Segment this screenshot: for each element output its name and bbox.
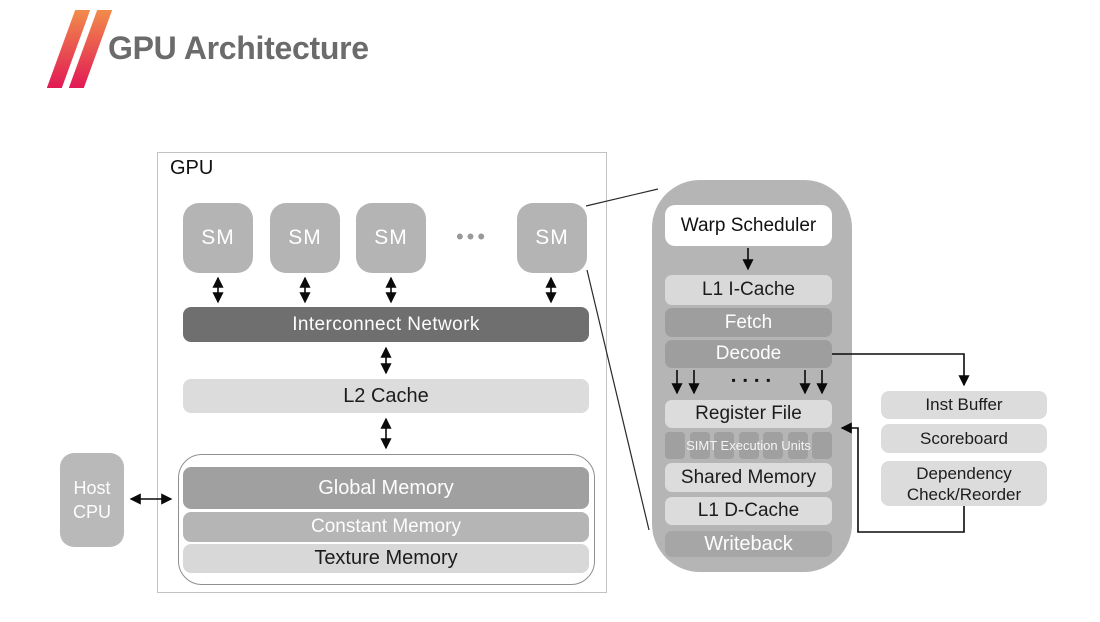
warp-scheduler-block: Warp Scheduler	[665, 205, 832, 246]
scoreboard-block: Scoreboard	[881, 424, 1047, 453]
simt-unit-square	[787, 432, 808, 459]
host-cpu-block: Host CPU	[60, 453, 124, 547]
issue-ports-dots: ▪ ▪ ▪ ▪	[731, 373, 773, 387]
fetch-block: Fetch	[665, 308, 832, 337]
decode-block: Decode	[665, 340, 832, 368]
texture-memory-bar: Texture Memory	[183, 544, 589, 573]
page-title: GPU Architecture	[108, 30, 369, 66]
l1-dcache-block: L1 D-Cache	[665, 497, 832, 525]
sm-block-1: SM	[183, 203, 253, 273]
register-file-block: Register File	[665, 400, 832, 428]
host-cpu-label-line2: CPU	[72, 502, 111, 522]
simt-unit-square	[763, 432, 783, 459]
l2-cache-bar: L2 Cache	[183, 379, 589, 413]
sm-block-3: SM	[356, 203, 426, 273]
host-cpu-label-line1: Host	[73, 478, 111, 498]
inst-buffer-block: Inst Buffer	[881, 391, 1047, 419]
writeback-block: Writeback	[665, 531, 832, 557]
dependency-label-line2: Check/Reorder	[906, 484, 1022, 504]
global-memory-bar: Global Memory	[183, 467, 589, 509]
l1-icache-block: L1 I-Cache	[665, 275, 832, 305]
simt-unit-square	[738, 432, 759, 459]
sm-ellipsis: •••	[455, 224, 489, 249]
simt-unit-square	[812, 432, 832, 459]
constant-memory-bar: Constant Memory	[183, 512, 589, 542]
simt-unit-square	[689, 432, 710, 459]
dependency-check-block: Dependency Check/Reorder	[881, 461, 1047, 506]
shared-memory-block: Shared Memory	[665, 463, 832, 492]
sm-block-2: SM	[270, 203, 340, 273]
simt-unit-square	[714, 432, 734, 459]
sm-block-n: SM	[517, 203, 587, 273]
simt-unit-square	[665, 432, 685, 459]
simt-units-row	[665, 432, 832, 459]
simt-units-label: SIMT Execution Units	[686, 438, 811, 453]
dependency-label-line1: Dependency	[916, 463, 1012, 483]
gpu-label: GPU	[170, 157, 214, 179]
interconnect-network-bar: Interconnect Network	[183, 307, 589, 342]
